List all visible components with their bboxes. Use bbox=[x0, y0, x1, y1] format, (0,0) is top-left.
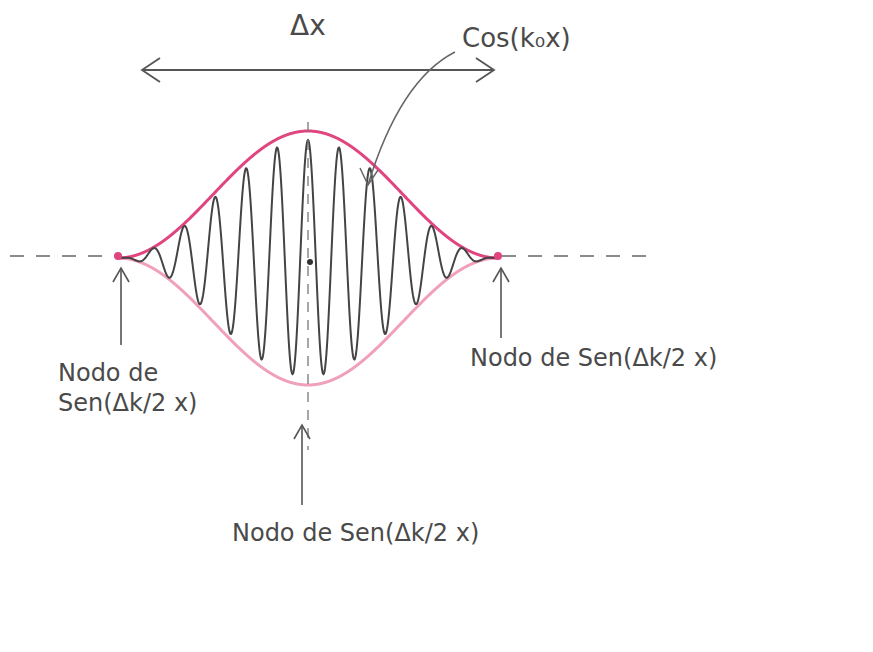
arrow-head bbox=[493, 268, 509, 282]
arrow-head bbox=[142, 58, 160, 82]
arrow-head bbox=[294, 425, 310, 439]
axis-line bbox=[10, 255, 118, 257]
width-label: Δx bbox=[290, 8, 326, 43]
pointer-arrow bbox=[301, 425, 303, 505]
node-label: Nodo de Sen(Δk/2 x) bbox=[58, 358, 243, 418]
node-dot bbox=[494, 252, 502, 260]
pointer-arrow bbox=[500, 268, 502, 338]
center-dot bbox=[307, 259, 313, 265]
node-dot bbox=[114, 252, 122, 260]
node-label: Nodo de Sen(Δk/2 x) bbox=[232, 518, 479, 548]
axis-line bbox=[502, 255, 650, 257]
function-label: Cos(k₀x) bbox=[462, 22, 571, 55]
leader-line bbox=[368, 52, 455, 185]
center-line bbox=[307, 122, 308, 450]
pointer-arrow bbox=[120, 268, 122, 345]
arrow-head bbox=[113, 268, 129, 282]
width-arrow bbox=[142, 69, 494, 71]
node-label: Nodo de Sen(Δk/2 x) bbox=[470, 343, 717, 373]
arrow-head bbox=[360, 168, 378, 185]
arrow-head bbox=[476, 58, 494, 82]
